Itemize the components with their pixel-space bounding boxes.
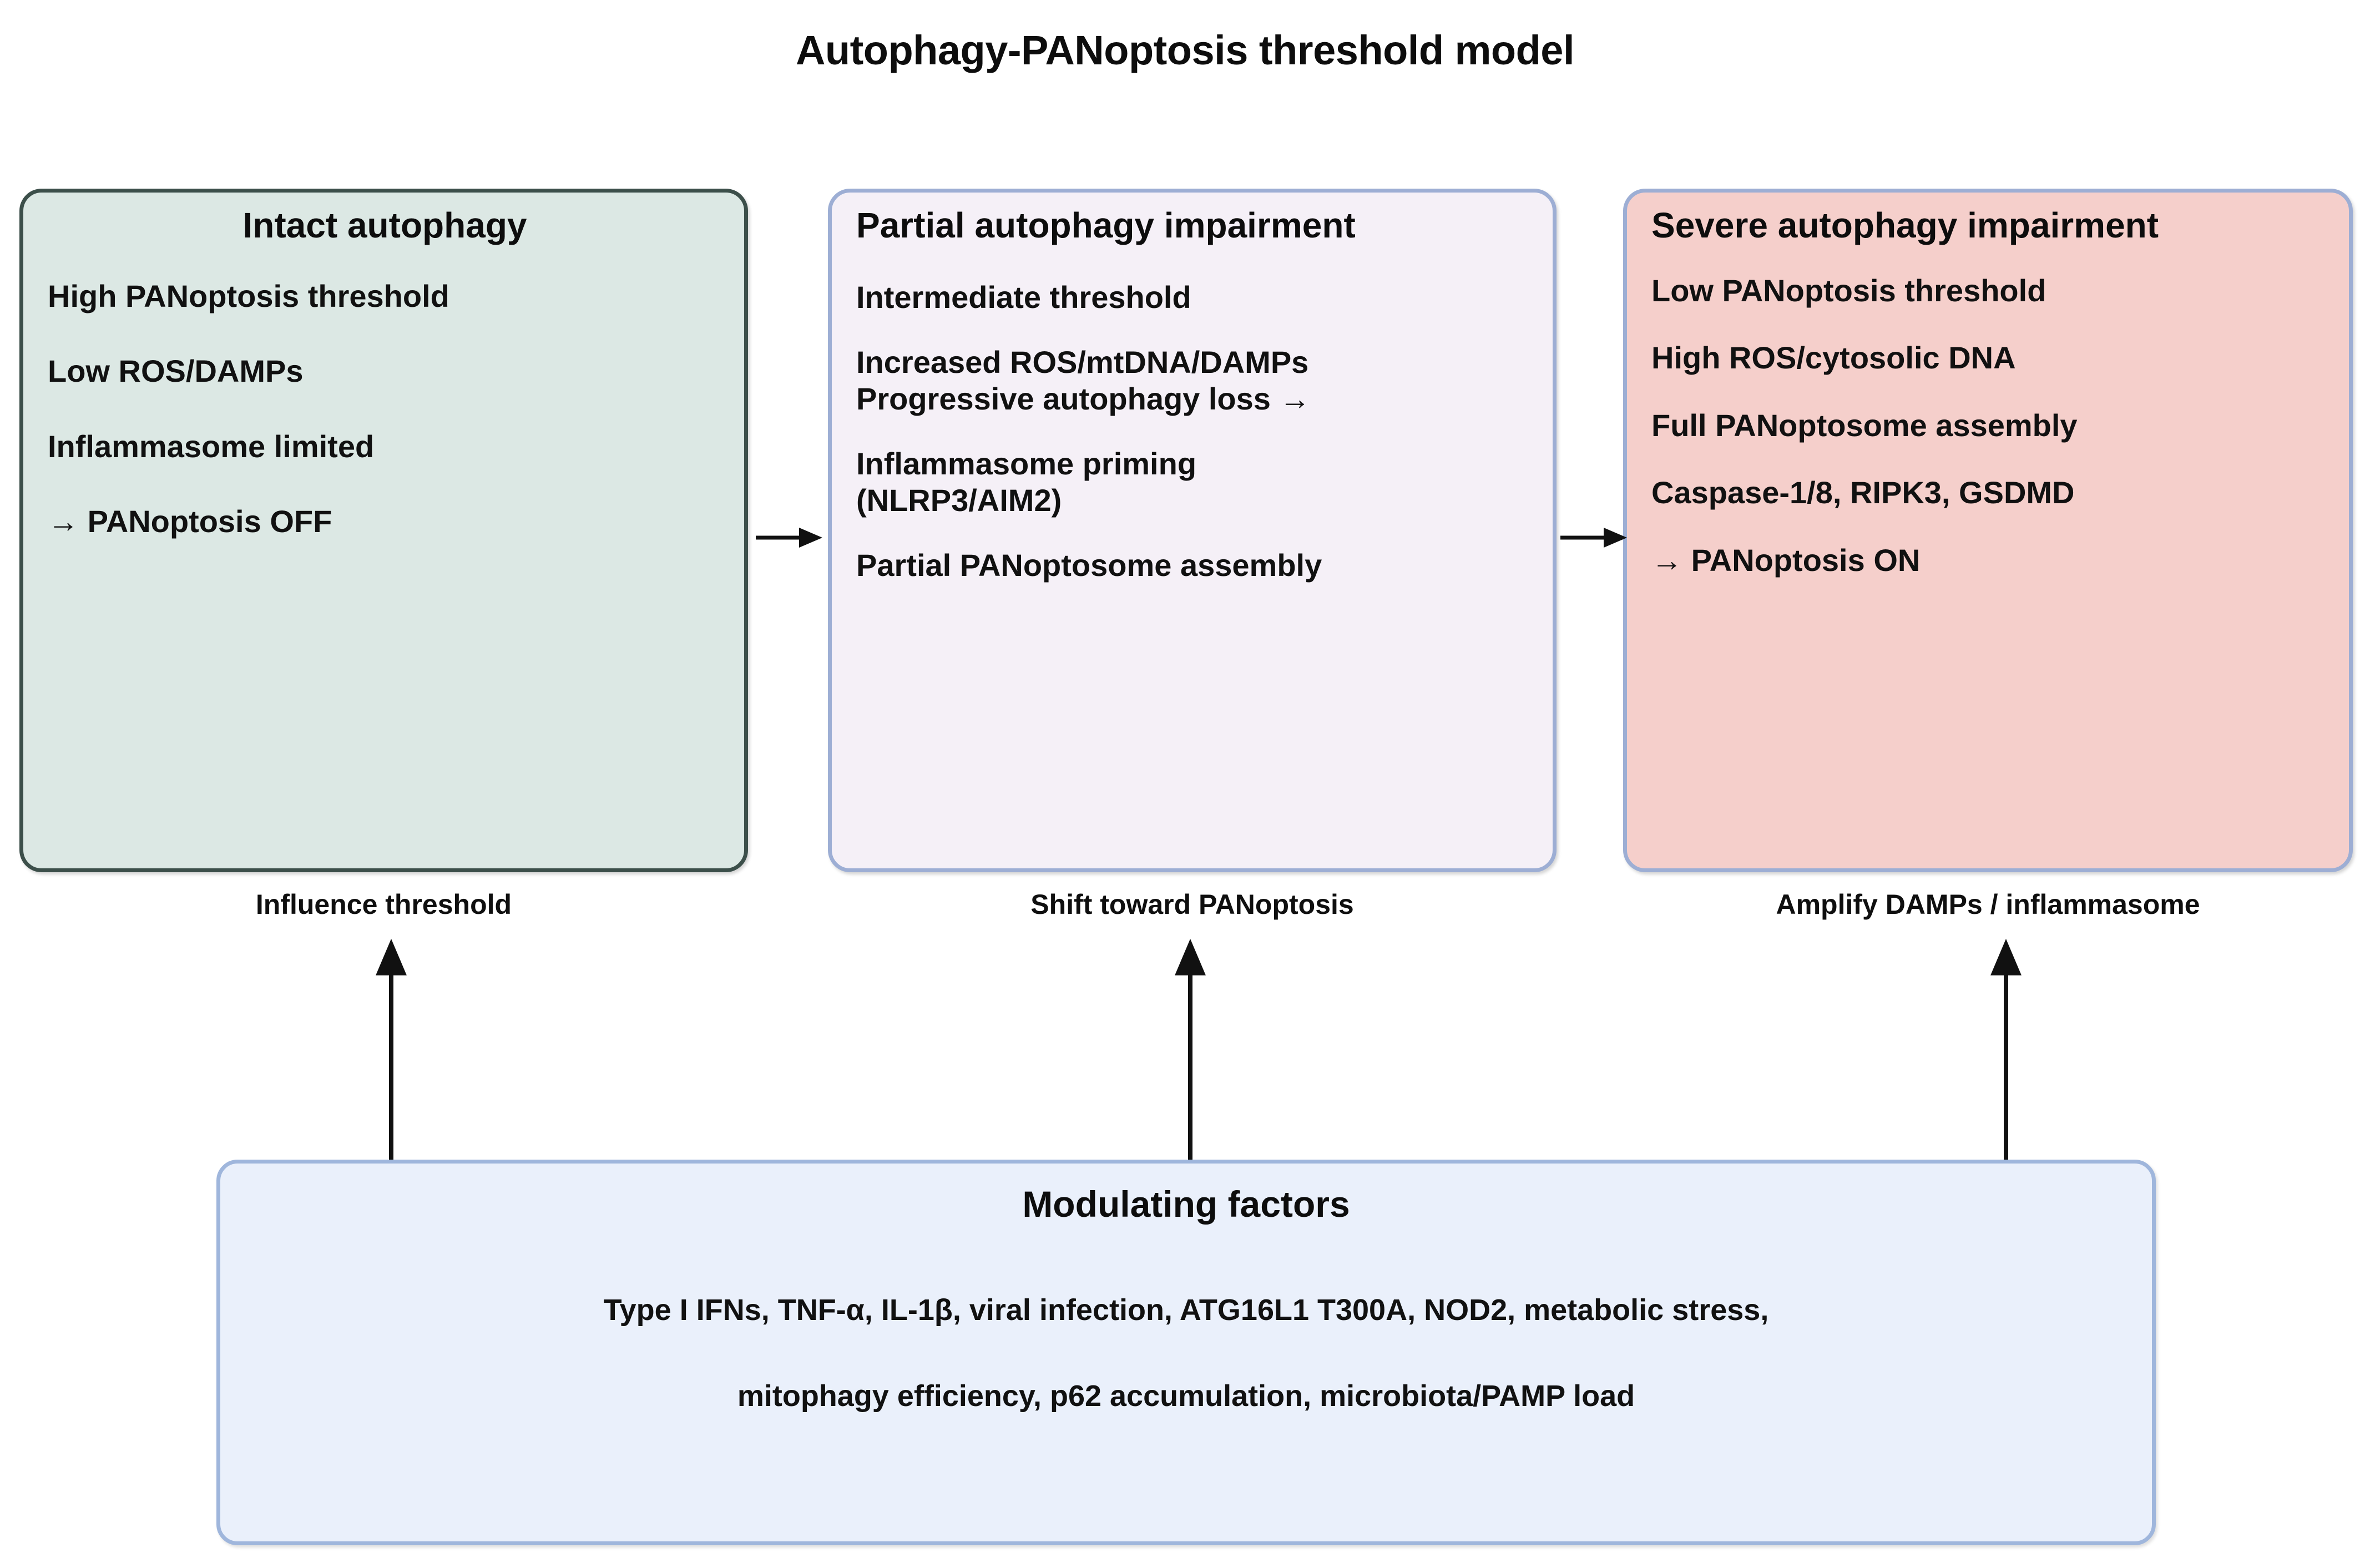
panel-title-intact: Intact autophagy xyxy=(242,205,527,245)
bullet-item: Increased ROS/mtDNA/DAMPs Progressive au… xyxy=(856,345,1311,416)
stage-panel-partial-autophagy-impairment[interactable]: Partial autophagy impairment Intermediat… xyxy=(828,189,1557,872)
right-arrow-icon: → xyxy=(1651,542,1682,578)
modulating-factors-line-2: mitophagy efficiency, p62 accumulation, … xyxy=(737,1379,1635,1413)
status-badge-panoptosis-off: PANoptosis OFF xyxy=(87,504,332,539)
modulating-factors-panel[interactable]: Modulating factors Type I IFNs, TNF-α, I… xyxy=(216,1160,2156,1545)
caption-amplify-damps: Amplify DAMPs / inflammasome xyxy=(1776,889,2200,920)
outcome-row-severe: → PANoptosis ON xyxy=(1651,542,2327,579)
status-badge-panoptosis-on: PANoptosis ON xyxy=(1691,542,1921,578)
bullet-item: Inflammasome limited xyxy=(48,428,375,464)
page-title: Autophagy-PANoptosis threshold model xyxy=(795,27,1575,73)
bullet-item: High ROS/cytosolic DNA xyxy=(1651,340,2016,376)
flow-arrow-right-icon xyxy=(756,528,822,548)
modulating-arrow-up-icon xyxy=(376,939,407,1161)
stage-panel-severe-autophagy-impairment[interactable]: Severe autophagy impairment Low PANoptos… xyxy=(1623,189,2353,872)
right-arrow-icon: → xyxy=(48,504,79,539)
caption-influence-threshold: Influence threshold xyxy=(255,889,512,920)
bullet-item: Low ROS/DAMPs xyxy=(48,353,304,389)
stage-panel-intact-autophagy[interactable]: Intact autophagy High PANoptosis thresho… xyxy=(19,189,748,872)
modulating-factors-title: Modulating factors xyxy=(1022,1183,1350,1225)
bullet-list-severe: Low PANoptosis threshold High ROS/cytoso… xyxy=(1651,272,2327,579)
caption-shift-toward-panoptosis: Shift toward PANoptosis xyxy=(1030,889,1354,920)
modulating-arrow-up-icon xyxy=(1990,939,2022,1161)
bullet-item: Partial PANoptosome assembly xyxy=(856,548,1322,583)
bullet-item: Intermediate threshold xyxy=(856,279,1191,315)
bullet-item: Inflammasome priming (NLRP3/AIM2) xyxy=(856,446,1197,518)
panel-title-severe: Severe autophagy impairment xyxy=(1651,205,2159,245)
bullet-item: Caspase-1/8, RIPK3, GSDMD xyxy=(1651,475,2075,510)
modulating-arrow-up-icon xyxy=(1175,939,1206,1161)
outcome-row-intact: → PANoptosis OFF xyxy=(48,503,722,540)
bullet-item: Low PANoptosis threshold xyxy=(1651,272,2046,308)
bullet-list-intact: High PANoptosis threshold Low ROS/DAMPs … xyxy=(48,278,722,540)
panel-title-partial: Partial autophagy impairment xyxy=(856,205,1356,245)
bullet-item: High PANoptosis threshold xyxy=(48,278,449,313)
modulating-factors-line-1: Type I IFNs, TNF-α, IL-1β, viral infecti… xyxy=(603,1293,1769,1327)
bullet-list-partial: Intermediate threshold Increased ROS/mtD… xyxy=(856,279,1530,584)
flow-arrow-right-icon xyxy=(1560,528,1627,548)
bullet-item: Full PANoptosome assembly xyxy=(1651,407,2078,443)
